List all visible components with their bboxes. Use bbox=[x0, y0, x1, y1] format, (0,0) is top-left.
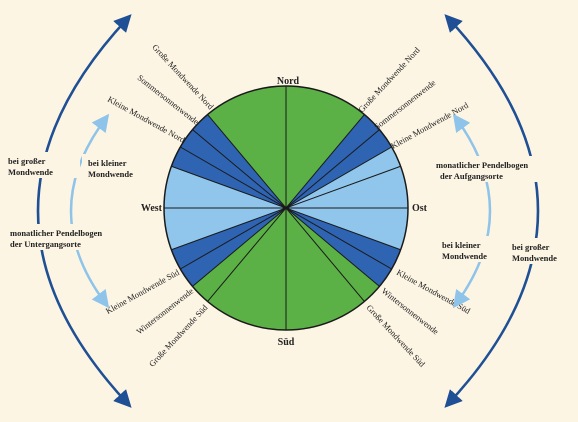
note-left-grosse-line2: Mondwende bbox=[8, 167, 53, 177]
label-west: West bbox=[141, 203, 163, 214]
sector-east-upper bbox=[286, 147, 401, 208]
note-right-kleine-line2: Mondwende bbox=[442, 251, 487, 261]
label-north: Nord bbox=[277, 76, 300, 87]
sector-sw-inner bbox=[171, 208, 286, 269]
compass-rim bbox=[163, 85, 409, 331]
sector-nw-middle bbox=[180, 129, 286, 208]
note-right-grosse-line1: bei großer bbox=[512, 242, 550, 252]
note-right-pendelbogen-line2: der Aufgangsorte bbox=[440, 171, 503, 181]
note-right-pendelbogen: monatlicher Pendelbogen der Aufgangsorte bbox=[430, 156, 550, 182]
note-left-pendelbogen-line2: der Untergangsorte bbox=[10, 239, 81, 249]
label-nw-grosse-mondwende: Große Mondwende Nord bbox=[150, 42, 216, 112]
note-left-grosse-line1: bei großer bbox=[8, 156, 46, 166]
note-left-kleine-line2: Mondwende bbox=[88, 169, 133, 179]
note-left-kleine: bei kleiner Mondwende bbox=[82, 154, 146, 180]
left-inner-arc bbox=[69, 113, 110, 309]
sector-line-9 bbox=[207, 114, 365, 302]
label-east: Ost bbox=[412, 203, 428, 214]
note-right-pendelbogen-line1: monatlicher Pendelbogen bbox=[436, 160, 528, 170]
note-left-pendelbogen-line1: monatlicher Pendelbogen bbox=[10, 228, 102, 238]
sector-se-inner bbox=[286, 208, 401, 269]
sector-lines bbox=[164, 86, 408, 330]
sector-ne-outer bbox=[286, 114, 380, 208]
right-inner-arc bbox=[452, 113, 492, 309]
right-outer-arc bbox=[444, 14, 540, 408]
sector-se-middle bbox=[286, 208, 392, 287]
note-right-kleine-line1: bei kleiner bbox=[442, 240, 481, 250]
sector-nw-inner bbox=[171, 147, 286, 208]
label-south: Süd bbox=[278, 337, 295, 348]
sector-nw-outer bbox=[192, 114, 286, 208]
note-left-grosse: bei großer Mondwende bbox=[2, 152, 80, 178]
sector-sw-middle bbox=[180, 208, 286, 287]
note-right-grosse: bei großer Mondwende bbox=[506, 238, 576, 264]
left-outer-arc bbox=[36, 14, 132, 408]
note-right-grosse-line2: Mondwende bbox=[512, 253, 557, 263]
note-left-pendelbogen: monatlicher Pendelbogen der Untergangsor… bbox=[4, 224, 124, 250]
note-right-kleine: bei kleiner Mondwende bbox=[436, 236, 500, 262]
sector-ne-middle bbox=[286, 129, 392, 208]
note-left-kleine-line1: bei kleiner bbox=[88, 158, 127, 168]
